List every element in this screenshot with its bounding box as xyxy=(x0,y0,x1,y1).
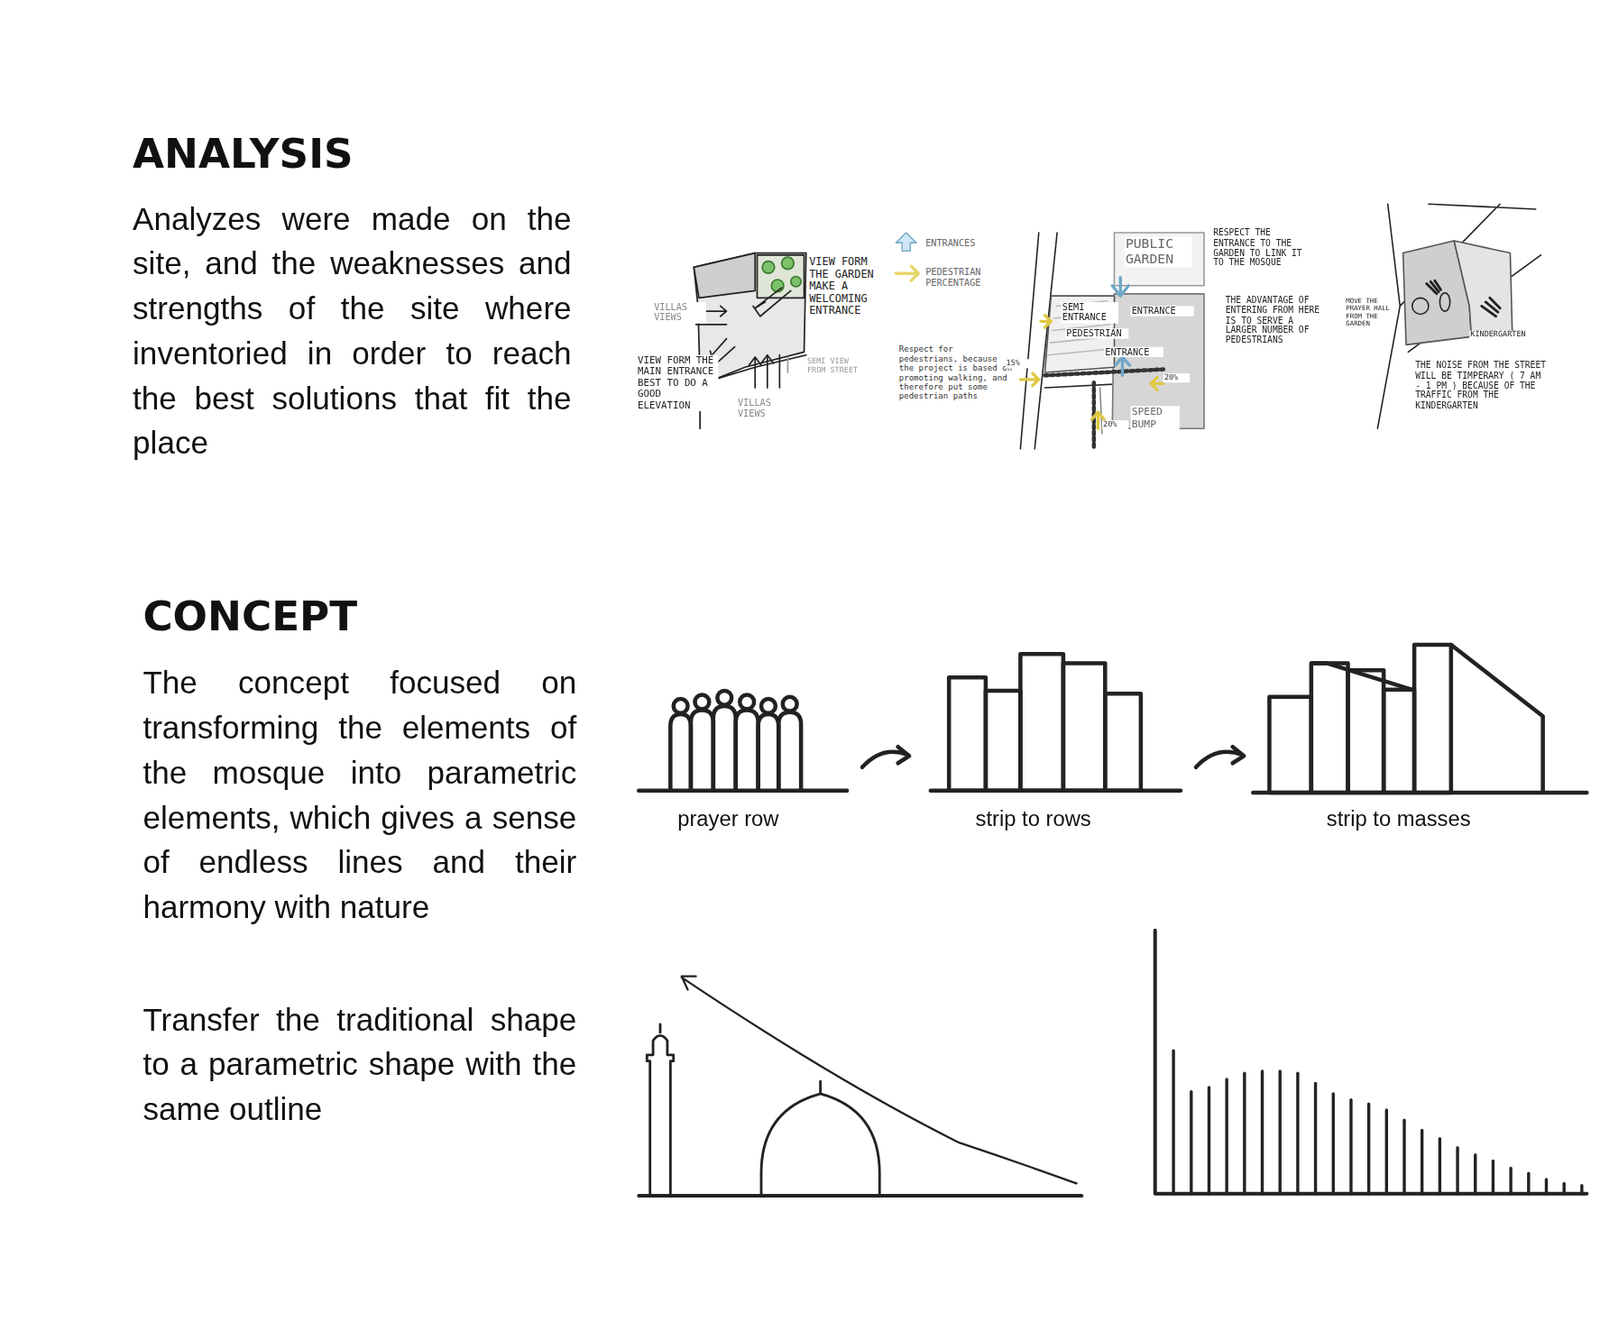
sketch-note: PEDESTRIAN xyxy=(1065,328,1129,340)
sketch-note: Respect for pedestrians, because the pro… xyxy=(898,344,1015,401)
sketch-note: 20% xyxy=(1163,373,1190,383)
bar-stroke xyxy=(1367,1103,1371,1195)
sketch-note: MOVE THE PRAYER HALL FROM THE GARDEN xyxy=(1344,297,1392,329)
sketch-note: VILLAS VIEWS xyxy=(736,397,789,419)
site-sketch-2 xyxy=(1020,232,1205,450)
sketch-note: KINDERGARTEN xyxy=(1469,331,1547,341)
sketch-note: SEMI ENTRANCE xyxy=(1061,302,1119,323)
bar-stroke xyxy=(1385,1110,1389,1195)
parametric-bars xyxy=(1155,930,1588,1195)
sketch-note: THE NOISE FROM THE STREET WILL BE TIMPER… xyxy=(1414,361,1549,412)
bar-stroke xyxy=(1562,1183,1565,1194)
section-heading: CONCEPT xyxy=(142,593,358,639)
sketch-note: ENTRANCE xyxy=(1103,347,1164,359)
bar-stroke xyxy=(1242,1073,1246,1195)
figure-caption: strip to rows xyxy=(975,804,1092,836)
bar-stroke xyxy=(1332,1094,1335,1195)
body-text: Transfer the traditional shape to a para… xyxy=(142,997,577,1132)
sketch-note: 20% xyxy=(1102,420,1129,430)
bar-stroke xyxy=(1473,1155,1477,1195)
bar-stroke xyxy=(1224,1079,1228,1195)
legend-text: ENTRANCES xyxy=(924,238,976,249)
bar-stroke xyxy=(1544,1179,1548,1195)
figure-caption: strip to masses xyxy=(1326,804,1472,836)
sketch-note: SPEED BUMP xyxy=(1131,405,1180,430)
sketch-note: VIEW FORM THE MAIN ENTRANCE BEST TO DO A… xyxy=(636,355,719,412)
bar-stroke xyxy=(1580,1186,1583,1195)
bar-stroke xyxy=(1420,1131,1424,1195)
legend-text: PEDESTRIAN PERCENTAGE xyxy=(924,266,998,288)
bar-stroke xyxy=(1438,1139,1442,1195)
bar-stroke xyxy=(1314,1084,1317,1195)
prayer-row xyxy=(638,644,1587,793)
sketch-note: SEMI VIEW FROM STREET xyxy=(806,357,866,376)
bar-stroke xyxy=(1189,1092,1193,1195)
bar-stroke xyxy=(1402,1120,1406,1194)
bar-stroke xyxy=(1508,1167,1512,1194)
bar-stroke xyxy=(1296,1073,1299,1195)
body-text: Analyzes were made on the site, and the … xyxy=(132,196,571,467)
section-heading: ANALYSIS xyxy=(132,130,354,176)
sketch-note: ENTRANCE xyxy=(1131,305,1195,317)
bar-stroke xyxy=(1526,1173,1530,1195)
sketch-note: THE ADVANTAGE OF ENTERING FROM HERE IS T… xyxy=(1224,295,1329,346)
sketch-note: 15% xyxy=(1004,358,1031,368)
bar-stroke xyxy=(1171,1050,1175,1194)
sketch-note: VIEW FORM THE GARDEN MAKE A WELCOMING EN… xyxy=(808,255,891,317)
sketch-note: VILLAS VIEWS xyxy=(652,302,707,323)
figure-caption: prayer row xyxy=(677,804,779,836)
bar-stroke xyxy=(1278,1071,1282,1195)
body-text: The concept focused on transforming the … xyxy=(142,661,577,931)
mosque-outline xyxy=(638,976,1082,1196)
sketch-note: RESPECT THE ENTRANCE TO THE GARDEN TO LI… xyxy=(1212,228,1315,268)
bar-stroke xyxy=(1455,1148,1459,1195)
bar-stroke xyxy=(1207,1087,1211,1195)
bar-stroke xyxy=(1260,1071,1264,1195)
bar-stroke xyxy=(1491,1161,1495,1195)
sketch-note: PUBLIC GARDEN xyxy=(1124,236,1193,267)
bar-stroke xyxy=(1349,1100,1352,1195)
